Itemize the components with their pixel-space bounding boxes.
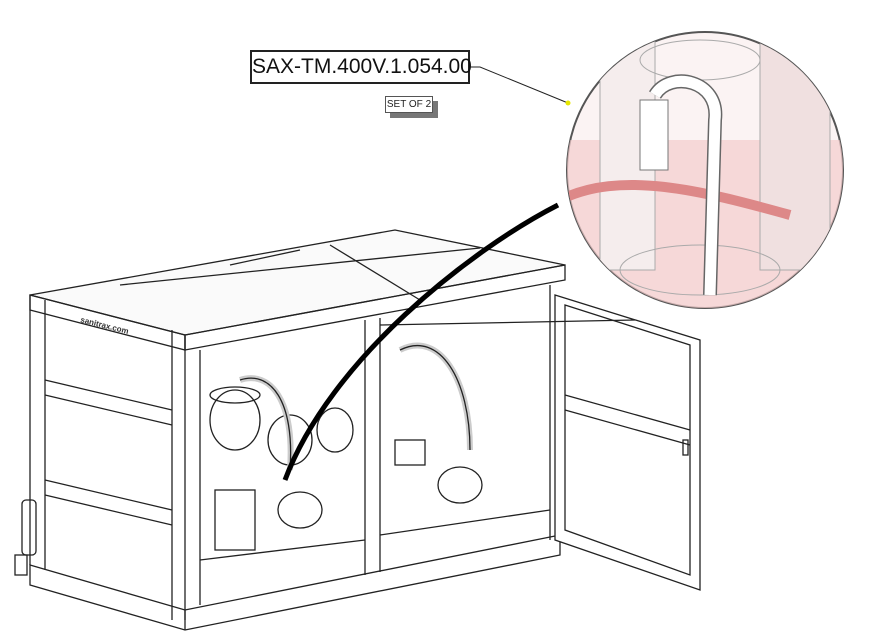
part-number-callout: SAX-TM.400V.1.054.00 [250, 50, 472, 84]
leader-dot [565, 100, 571, 106]
container-frame [14, 229, 701, 631]
quantity-callout: SET OF 2 [385, 96, 433, 113]
magnified-detail [566, 31, 844, 309]
leader-line [470, 66, 569, 104]
detail-connector [282, 202, 560, 481]
